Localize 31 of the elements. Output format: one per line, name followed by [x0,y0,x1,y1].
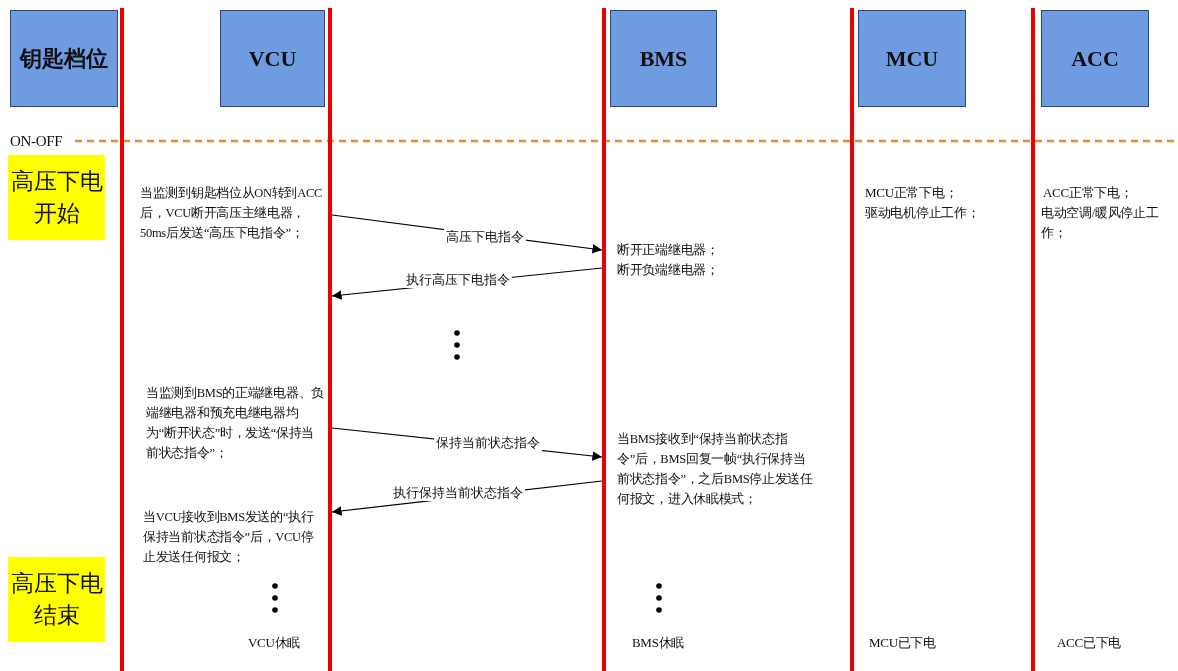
stage-box: 高压下电结束 [8,557,105,642]
lifeline [602,8,606,671]
header-box: MCU [858,10,966,107]
status-text: VCU休眠 [248,634,301,652]
status-text: BMS休眠 [632,634,685,652]
lifeline [120,8,124,671]
line-label: ON-OFF [10,132,64,151]
note-text: 断开正端继电器； [617,241,720,259]
header-box: ACC [1041,10,1149,107]
header-box: BMS [610,10,717,107]
note-text: 当VCU接收到BMS发送的“执行保持当前状态指令”后，VCU停止发送任何报文； [143,509,315,566]
lifeline [328,8,332,671]
header-box: 钥匙档位 [10,10,118,107]
status-text: MCU已下电 [869,634,937,652]
stage-box: 高压下电开始 [8,155,105,240]
note-text: 电动空调/暖风停止工作； [1041,205,1160,242]
edge-label: 高压下电指令 [444,229,526,245]
note-text: ACC正常下电； [1043,184,1134,202]
edge-label: 执行高压下电指令 [404,272,512,288]
note-text: 当监测到BMS的正端继电器、负端继电器和预充电继电器均为“断开状态”时，发送“保持当前状态指令”； [146,385,325,462]
lifeline [850,8,854,671]
note-text: MCU正常下电； [865,184,959,202]
header-box: VCU [220,10,325,107]
edge-label: 执行保持当前状态指令 [391,485,525,501]
lifeline [1031,8,1035,671]
note-text: 当BMS接收到“保持当前状态指令”后，BMS回复一帧“执行保持当前状态指令”，之后BMS停止发送任何报文，进入休眠模式； [617,431,814,508]
note-text: 驱动电机停止工作； [865,204,981,222]
note-text: 断开负端继电器； [617,261,720,279]
note-text: 当监测到钥匙档位从ON转到ACC后，VCU断开高压主继电器，50ms后发送“高压下电指令”； [140,185,323,242]
status-text: ACC已下电 [1057,634,1122,652]
edge-label: 保持当前状态指令 [434,435,542,451]
